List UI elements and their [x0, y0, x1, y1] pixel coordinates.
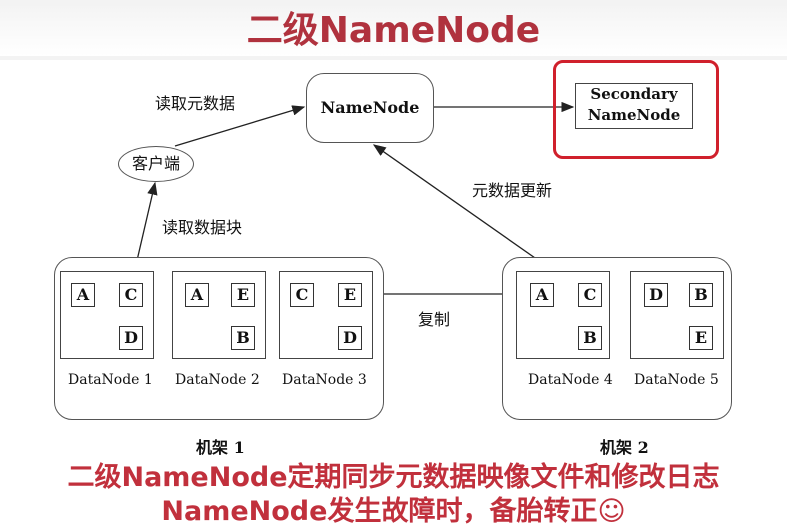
block: C: [290, 283, 314, 307]
block: A: [71, 283, 95, 307]
caption-line-1: 二级NameNode定期同步元数据映像文件和修改日志: [67, 462, 720, 493]
datanode-3-box: C E D: [279, 271, 373, 359]
datanode-1-box: A C D: [60, 271, 154, 359]
block: D: [338, 326, 362, 350]
datanode-2-label: DataNode 2: [175, 372, 260, 388]
datanode-5-label: DataNode 5: [634, 372, 719, 388]
secondary-line1: Secondary: [590, 85, 678, 103]
label-read-metadata: 读取元数据: [155, 94, 236, 113]
secondary-line2: NameNode: [587, 106, 681, 124]
arrow-client-to-namenode: [174, 105, 306, 147]
block: C: [578, 283, 602, 307]
label-read-blocks: 读取数据块: [162, 218, 243, 237]
block: E: [338, 283, 362, 307]
datanode-4-label: DataNode 4: [528, 372, 613, 388]
rack-2-label: 机架 2: [600, 438, 649, 457]
block: E: [231, 283, 255, 307]
block: E: [689, 326, 713, 350]
page-title: 二级NameNode: [0, 6, 787, 56]
secondary-highlight: [553, 60, 719, 159]
rack-1-label: 机架 1: [196, 438, 245, 457]
secondary-namenode-box: Secondary NameNode: [575, 83, 693, 129]
datanode-5-box: D B E: [630, 271, 724, 359]
namenode-box: NameNode: [306, 73, 434, 143]
block: A: [530, 283, 554, 307]
datanode-2-box: A E B: [172, 271, 266, 359]
block: A: [185, 283, 209, 307]
block: B: [689, 283, 713, 307]
label-metadata-update: 元数据更新: [472, 181, 553, 200]
client-node: 客户端: [118, 146, 194, 182]
arrow-metadata-update: [372, 144, 556, 273]
datanode-4-box: A C B: [516, 271, 610, 359]
label-replicate: 复制: [418, 310, 451, 329]
datanode-3-label: DataNode 3: [282, 372, 367, 388]
datanode-1-label: DataNode 1: [68, 372, 153, 388]
block: C: [119, 283, 143, 307]
block: B: [578, 326, 602, 350]
block: B: [231, 326, 255, 350]
caption-line-2: NameNode发生故障时，备胎转正☺: [161, 496, 626, 527]
block: D: [119, 326, 143, 350]
block: D: [644, 283, 668, 307]
